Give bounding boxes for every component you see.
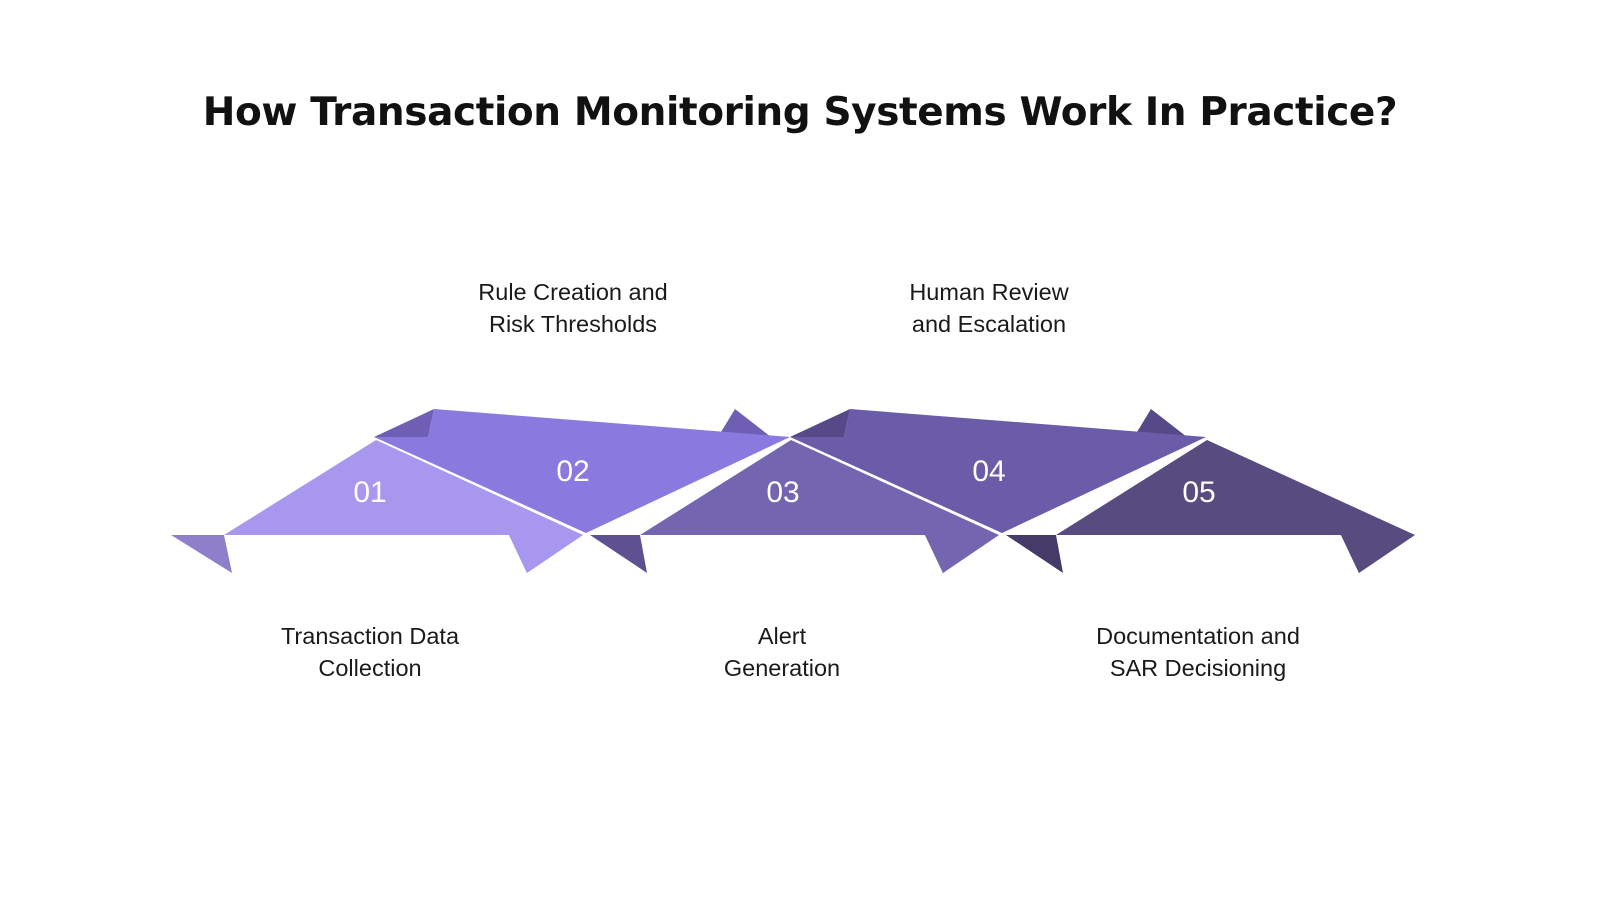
page-title: How Transaction Monitoring Systems Work … [202, 90, 1398, 135]
step-01-tail-fold [171, 535, 232, 573]
step-02-number: 02 [556, 455, 589, 488]
step-02-tail-fold-right [718, 409, 771, 437]
step-02-caption: Rule Creation and Risk Thresholds [478, 279, 668, 337]
step-03-number: 03 [766, 476, 799, 509]
step-03-body [590, 440, 999, 573]
step-02-tail-fold [374, 409, 434, 437]
step-04-arrow[interactable]: 04 [790, 409, 1206, 533]
step-02-body [374, 409, 790, 533]
step-03-tail-fold [590, 535, 647, 573]
step-04-number: 04 [972, 455, 1005, 488]
step-05-caption: Documentation and SAR Decisioning [1096, 623, 1300, 681]
step-01-caption: Transaction Data Collection [280, 623, 460, 681]
step-01-arrow[interactable]: 01 [171, 440, 583, 573]
step-02-arrow[interactable]: 02 [374, 409, 790, 533]
step-05-body [1006, 440, 1415, 573]
step-04-body [790, 409, 1206, 533]
step-03-arrow[interactable]: 03 [590, 440, 999, 573]
step-01-body [171, 440, 583, 573]
step-05-arrow[interactable]: 05 [1006, 440, 1415, 573]
step-01-number: 01 [353, 476, 386, 509]
step-04-tail-fold-right [1134, 409, 1187, 437]
step-05-number: 05 [1182, 476, 1215, 509]
step-04-tail-fold [790, 409, 850, 437]
step-03-caption: Alert Generation [723, 623, 841, 681]
step-04-caption: Human Review and Escalation [909, 279, 1069, 337]
step-05-tail-fold [1006, 535, 1063, 573]
